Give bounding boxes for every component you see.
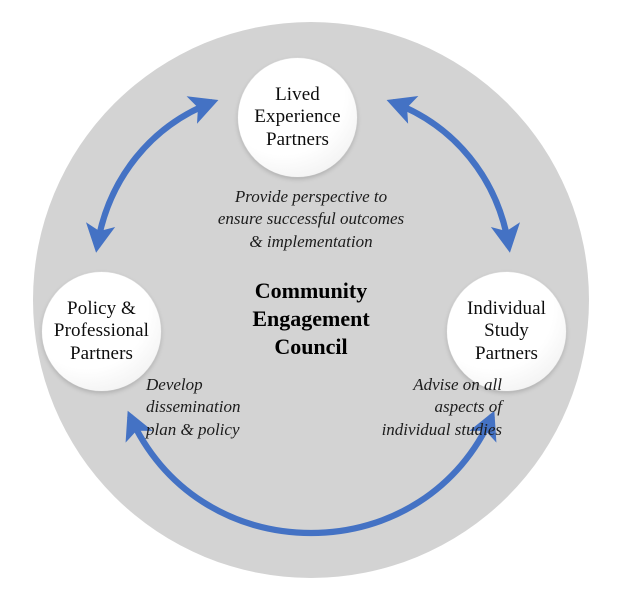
arrow-upper-right xyxy=(386,96,520,253)
arrow-upper-left xyxy=(86,96,219,253)
arrow-bottom xyxy=(125,410,497,537)
